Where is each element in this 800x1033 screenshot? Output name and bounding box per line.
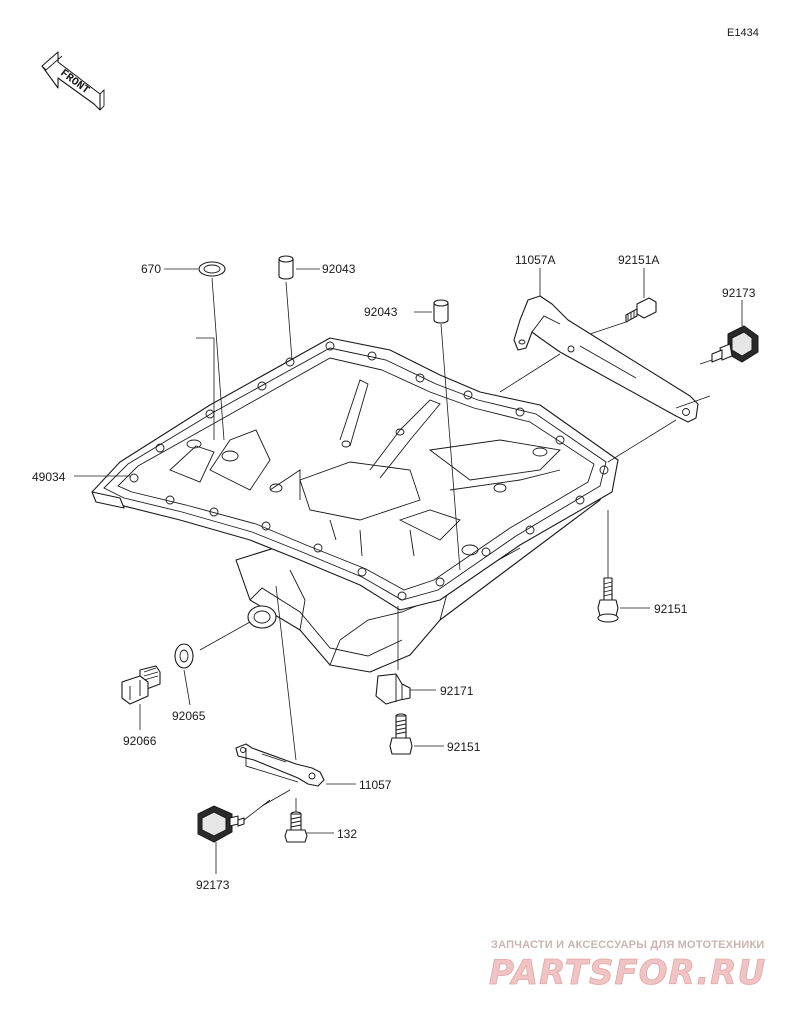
dowel-pin-92043-left: [278, 255, 294, 280]
o-ring-670: [198, 261, 226, 277]
label-92065: 92065: [172, 709, 206, 723]
label-670: 670: [141, 262, 161, 276]
clamp-92171: [375, 673, 411, 705]
label-92043-middle: 92043: [364, 305, 398, 319]
bolt-92151a: [625, 297, 657, 323]
bracket-11057a: [513, 295, 699, 423]
label-11057a: 11057A: [515, 253, 555, 267]
dowel-pin-92043-middle: [433, 299, 449, 324]
diagram-code: E1434: [727, 27, 759, 39]
watermark: ЗАПЧАСТИ И АКСЕССУАРЫ ДЛЯ МОТОТЕХНИКИ PA…: [489, 939, 766, 993]
front-direction-arrow: FRONT: [41, 51, 105, 111]
label-92151-lower: 92151: [447, 740, 481, 754]
oil-pan: [91, 337, 619, 673]
label-11057: 11057: [359, 778, 392, 792]
bracket-11057: [235, 743, 325, 787]
clamp-92173-upper: [711, 325, 759, 363]
label-92173-upper: 92173: [722, 286, 756, 300]
watermark-logo: PARTSFOR.RU: [489, 953, 766, 993]
bolt-92151-right: [597, 577, 619, 623]
drain-plug-92066: [121, 665, 161, 705]
flange-bolt-holes: [129, 341, 609, 601]
part-labels: 670 92043 92043 11057A 92151A 92173 4903…: [32, 253, 756, 892]
label-92151a: 92151A: [618, 253, 659, 267]
washer-92065: [174, 643, 194, 669]
label-92151-right: 92151: [654, 602, 688, 616]
label-92173-lower: 92173: [196, 878, 230, 892]
label-92066: 92066: [123, 734, 157, 748]
leader-lines: [74, 268, 743, 874]
front-label: FRONT: [58, 68, 92, 98]
label-49034: 49034: [32, 470, 66, 484]
watermark-tagline: ЗАПЧАСТИ И АКСЕССУАРЫ ДЛЯ МОТОТЕХНИКИ: [491, 939, 764, 951]
label-132: 132: [337, 827, 357, 841]
bolt-132: [284, 811, 308, 843]
bolt-92151-lower: [389, 713, 413, 755]
label-92171: 92171: [440, 684, 474, 698]
label-92043-left: 92043: [322, 262, 356, 276]
clamp-92173-lower: [197, 805, 245, 843]
